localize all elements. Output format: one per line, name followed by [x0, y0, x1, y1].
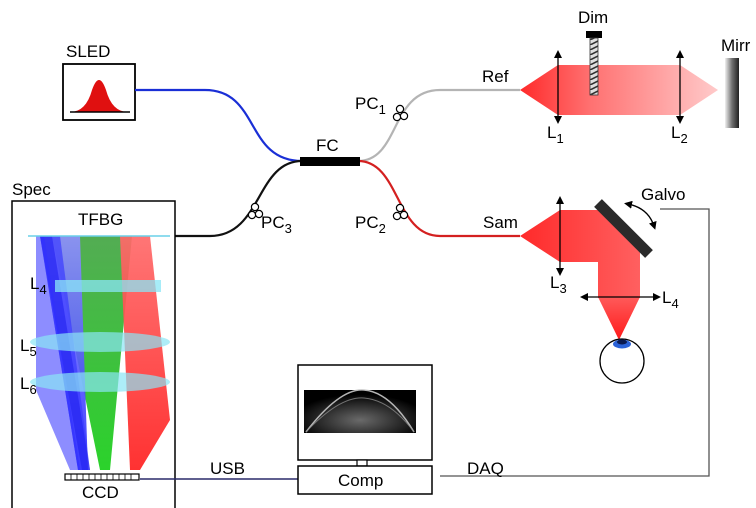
focused-beam: [598, 297, 640, 340]
oct-image-display: [304, 390, 416, 433]
pc3-loop-icon: [250, 202, 260, 212]
ccd-label: CCD: [82, 483, 119, 502]
dim-label: Dim: [578, 8, 608, 27]
daq-label: DAQ: [467, 459, 504, 478]
dimmer-screw-icon: [589, 37, 599, 96]
svg-text:L3: L3: [550, 273, 567, 296]
spectrometer: Spec TFBG L4 L5 L6 CCD: [11, 180, 176, 508]
spec-label: Spec: [12, 180, 51, 199]
sam-label: Sam: [483, 213, 518, 232]
svg-text:L6: L6: [20, 374, 37, 397]
detection-fiber: [140, 159, 303, 238]
galvo-mirror: [594, 199, 653, 258]
svg-text:PC2: PC2: [355, 213, 386, 236]
svg-text:L5: L5: [20, 336, 37, 359]
svg-text:L4: L4: [30, 274, 47, 297]
sled-spectrum-icon: [70, 80, 128, 112]
red-beam: [120, 236, 170, 470]
spec-lens-l5: [30, 332, 170, 352]
svg-text:L1: L1: [547, 123, 564, 146]
svg-text:PC1: PC1: [355, 94, 386, 117]
pc3-label: PC: [261, 213, 285, 232]
reference-arm: Ref L1 L2 Dim Mirr: [482, 8, 751, 146]
galvo-rotation-icon: [624, 200, 657, 230]
pc3-polarization-controller: PC3: [247, 202, 292, 236]
svg-text:PC3: PC3: [261, 213, 292, 236]
fiber-coupler: FC: [300, 136, 360, 166]
l1-label: L: [547, 123, 556, 142]
source-fiber: [135, 88, 303, 163]
ref-label: Ref: [482, 67, 509, 86]
spec-l5-label: L: [20, 336, 29, 355]
spec-lens-l6: [30, 372, 170, 392]
comp-label: Comp: [338, 471, 383, 490]
ccd-sensor: [64, 473, 140, 481]
sled-source: SLED: [62, 42, 136, 121]
dimmer: Dim: [578, 8, 608, 96]
reference-mirror: [725, 58, 739, 128]
pc2-polarization-controller: PC2: [355, 203, 409, 236]
spec-lens-l4: [55, 280, 161, 292]
pc1-loop-icon: [395, 104, 405, 114]
sample-beam: [520, 210, 640, 298]
spec-l4-label: L: [30, 274, 39, 293]
l2-label: L: [671, 123, 680, 142]
usb-label: USB: [210, 459, 245, 478]
pc2-label: PC: [355, 213, 379, 232]
reference-fiber: [357, 88, 520, 163]
svg-text:L2: L2: [671, 123, 688, 146]
computer: Comp: [297, 364, 433, 495]
l4-label: L: [662, 288, 671, 307]
retina-scan-icon: [305, 389, 415, 433]
monitor-stand: [356, 459, 368, 467]
spec-l6-label: L: [20, 374, 29, 393]
dimmer-knob-icon: [586, 31, 602, 38]
sample-arm: Sam L3 L4 Galvo: [483, 185, 685, 384]
sample-fiber: [357, 159, 520, 238]
mirror-label: Mirr: [721, 36, 751, 55]
eye-icon: [599, 338, 645, 384]
pc1-polarization-controller: PC1: [355, 94, 409, 122]
pc2-loop-icon: [395, 203, 405, 213]
sled-label: SLED: [66, 42, 110, 61]
svg-text:L4: L4: [662, 288, 679, 311]
pc1-label: PC: [355, 94, 379, 113]
galvo-label: Galvo: [641, 185, 685, 204]
daq-cable: [440, 208, 710, 477]
reference-beam: [520, 65, 718, 115]
tfbg-label: TFBG: [78, 210, 123, 229]
computer-base: [297, 465, 433, 495]
fc-label: FC: [316, 136, 339, 155]
l3-label: L: [550, 273, 559, 292]
